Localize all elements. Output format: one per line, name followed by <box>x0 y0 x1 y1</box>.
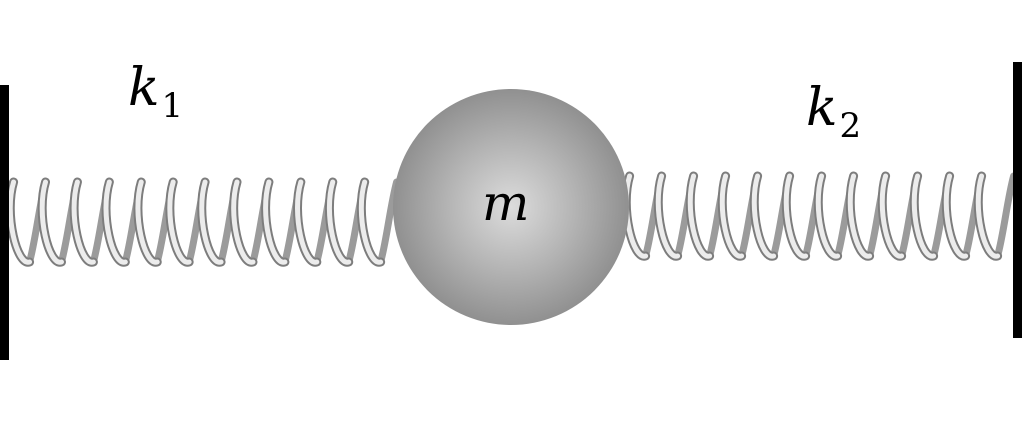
spring-coil-front <box>231 179 256 265</box>
spring-coil-front <box>135 179 160 265</box>
k2-symbol: k <box>806 78 838 138</box>
spring-coil-front <box>199 179 224 265</box>
spring-coil-front <box>719 173 745 259</box>
spring-coil-front <box>687 173 713 259</box>
spring-coil-back <box>994 172 1018 260</box>
spring-coil-front <box>71 179 96 265</box>
mass-label: m <box>482 174 530 232</box>
k1-symbol: k <box>128 58 160 118</box>
spring-coil-front <box>326 179 352 265</box>
spring-coil-front <box>623 173 649 259</box>
spring-coil-front <box>943 173 969 259</box>
spring-coil-front <box>751 173 777 259</box>
spring-coil-front <box>783 173 809 259</box>
spring-coil-front <box>39 179 64 265</box>
k2-subscript: 2 <box>839 106 862 146</box>
spring-coil-front <box>263 179 288 265</box>
spring-coil-front <box>975 173 1001 259</box>
spring-coil-front <box>847 173 873 259</box>
spring-constant-k1-label: k1 <box>128 62 183 123</box>
spring-constant-k2-label: k2 <box>806 82 861 143</box>
spring-coil-front <box>103 179 128 265</box>
spring-coil-front <box>167 179 192 265</box>
spring-coil-front <box>911 173 937 259</box>
right-wall <box>1013 62 1022 338</box>
spring-coil-front <box>815 173 841 259</box>
spring-right <box>621 171 1018 261</box>
left-wall <box>0 85 9 360</box>
spring-coil-front <box>358 179 384 265</box>
k1-subscript: 1 <box>161 86 184 126</box>
mass-ball <box>393 89 629 325</box>
spring-left <box>5 177 401 267</box>
spring-coil-front <box>295 179 320 265</box>
spring-coil-front <box>879 173 905 259</box>
spring-coil-front <box>655 173 681 259</box>
spring-coil-front <box>7 179 33 265</box>
